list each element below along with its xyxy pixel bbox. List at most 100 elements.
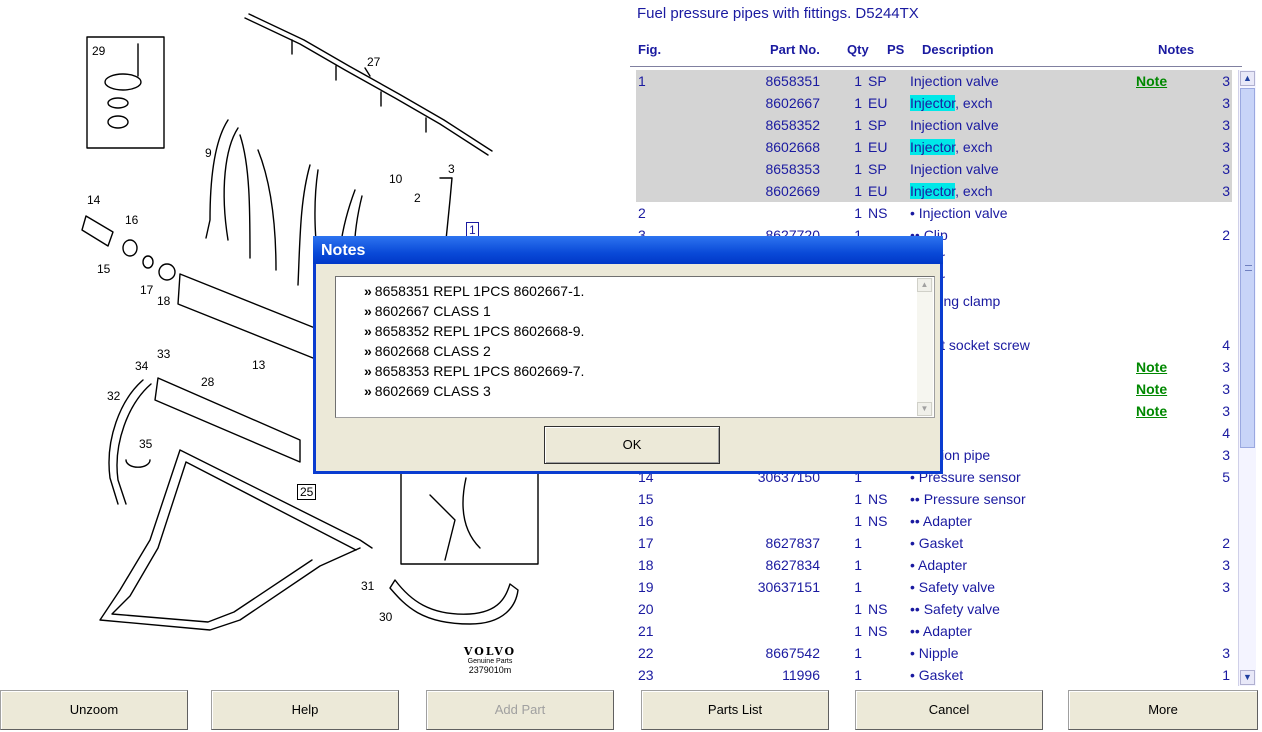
row-ps: SP: [868, 117, 887, 133]
row-description: Injector, exch: [910, 180, 993, 202]
description-text: • Adapter: [910, 557, 968, 573]
row-part-number: 8658353: [765, 161, 820, 177]
callout-15: 15: [97, 262, 111, 276]
row-ps: NS: [868, 491, 888, 507]
row-qty: 1: [854, 667, 862, 683]
unzoom-button[interactable]: Unzoom: [0, 690, 188, 730]
parts-list-button[interactable]: Parts List: [641, 690, 829, 730]
callout-32: 32: [107, 389, 121, 403]
notes-scroll-down-icon[interactable]: ▼: [917, 402, 932, 416]
row-ps: SP: [868, 161, 887, 177]
notes-textbox[interactable]: »8658351 REPL 1PCS 8602667-1.»8602667 CL…: [335, 276, 935, 418]
row-description: Injector, exch: [910, 136, 993, 158]
description-text: • Injection valve: [910, 205, 1008, 221]
dialog-title-bar[interactable]: Notes: [313, 236, 943, 264]
row-extra: 3: [1222, 139, 1230, 155]
row-part-number: 8627834: [765, 557, 820, 573]
parts-title: Fuel pressure pipes with fittings. D5244…: [637, 5, 919, 22]
row-description: • Gasket: [910, 532, 963, 554]
cancel-button[interactable]: Cancel: [855, 690, 1043, 730]
row-description: • Adapter: [910, 554, 967, 576]
description-text: •• Adapter: [910, 623, 972, 639]
ok-button[interactable]: OK: [544, 426, 720, 464]
row-qty: 1: [854, 139, 862, 155]
row-fig: 3: [638, 227, 646, 243]
row-fig: 15: [638, 491, 654, 507]
row-note-link[interactable]: Note: [1136, 359, 1168, 375]
row-note-link[interactable]: Note: [1136, 403, 1168, 419]
scroll-down-icon[interactable]: ▼: [1240, 670, 1255, 685]
row-note-link[interactable]: Note: [1136, 73, 1168, 89]
row-description: • Nipple: [910, 642, 958, 664]
description-text: •• Safety valve: [910, 601, 1000, 617]
parts-scrollbar[interactable]: ▲ ▼: [1238, 70, 1256, 686]
row-part-number: 8602667: [765, 95, 820, 111]
row-qty: 1: [854, 535, 862, 551]
description-text: • Safety valve: [910, 579, 996, 595]
row-description: Injection valve: [910, 70, 999, 92]
description-text: •• Pressure sensor: [910, 491, 1026, 507]
bullet-icon: »: [364, 383, 372, 399]
description-text: Injection valve: [910, 73, 999, 89]
header-divider: [630, 66, 1242, 67]
header-fig: Fig.: [638, 42, 662, 57]
row-ps: NS: [868, 623, 888, 639]
description-text: Injection valve: [910, 161, 999, 177]
more-button[interactable]: More: [1068, 690, 1258, 730]
header-qty: Qty: [847, 42, 869, 57]
row-extra: 3: [1222, 117, 1230, 133]
row-qty: 1: [854, 557, 862, 573]
callout-14: 14: [87, 193, 101, 207]
inset-box-29: [86, 36, 165, 149]
scroll-thumb[interactable]: [1240, 88, 1255, 448]
row-description: •• Adapter: [910, 620, 972, 642]
description-text: , exch: [955, 139, 993, 155]
notes-scroll-up-icon[interactable]: ▲: [917, 278, 932, 292]
callout-16: 16: [125, 213, 139, 227]
callout-35: 35: [139, 437, 153, 451]
callout-34: 34: [135, 359, 149, 373]
description-text: , exch: [955, 183, 993, 199]
bullet-icon: »: [364, 343, 372, 359]
row-qty: 1: [854, 227, 862, 243]
row-qty: 1: [854, 601, 862, 617]
row-ps: NS: [868, 205, 888, 221]
row-extra: 3: [1222, 95, 1230, 111]
row-part-number: 8627837: [765, 535, 820, 551]
scroll-up-icon[interactable]: ▲: [1240, 71, 1255, 86]
row-extra: 2: [1222, 227, 1230, 243]
row-extra: 3: [1222, 645, 1230, 661]
description-text: Injection valve: [910, 117, 999, 133]
help-button[interactable]: Help: [211, 690, 399, 730]
notes-scrollbar[interactable]: ▲ ▼: [917, 278, 933, 416]
row-qty: 1: [854, 579, 862, 595]
add-part-button: Add Part: [426, 690, 614, 730]
table-row[interactable]: 4: [636, 422, 1232, 444]
diagram-number: 2379010m: [468, 665, 512, 675]
callout-27: 27: [367, 55, 381, 69]
row-fig: 16: [638, 513, 654, 529]
row-extra: 3: [1222, 381, 1230, 397]
bullet-icon: »: [364, 363, 372, 379]
row-fig: 22: [638, 645, 654, 661]
row-note-link[interactable]: Note: [1136, 381, 1168, 397]
row-ps: NS: [868, 513, 888, 529]
row-extra: 3: [1222, 447, 1230, 463]
